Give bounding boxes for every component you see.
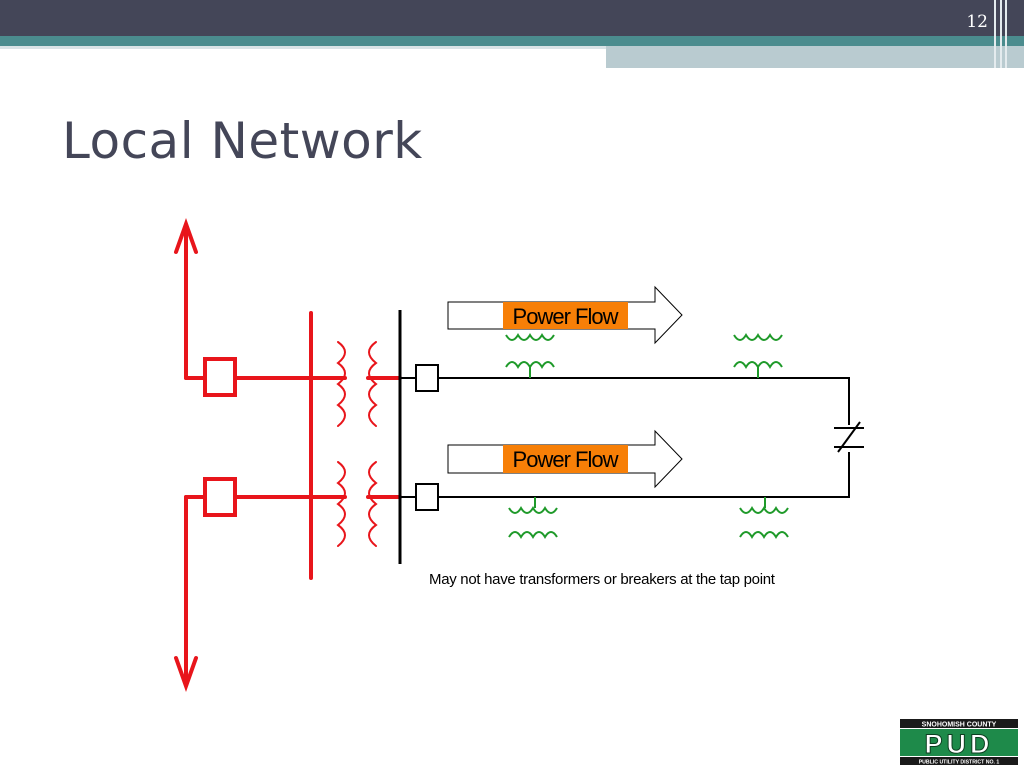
tap-point-note: May not have transformers or breakers at… [429, 571, 776, 588]
power-flow-label-bg [503, 445, 628, 473]
logo-main-text: PUD [924, 729, 993, 759]
power-flow-arrow-lower: Power Flow [447, 429, 683, 489]
lower-network-breaker [415, 483, 439, 511]
header-divider [0, 46, 606, 49]
tap-transformer-1 [505, 333, 555, 378]
lower-feeder-arrowhead [174, 656, 198, 692]
upper-network-breaker [415, 364, 439, 392]
upper-network-feeder [438, 377, 850, 425]
upper-transformer-primary [336, 341, 346, 427]
header-accent-band [0, 36, 1024, 46]
header-edge-lines [992, 0, 1016, 68]
pud-logo: SNOHOMISH COUNTY PUD PUBLIC UTILITY DIST… [898, 718, 1020, 766]
upper-transformer-secondary [368, 341, 378, 427]
power-flow-arrow-upper: Power Flow [447, 285, 683, 345]
lower-source-breaker [203, 477, 237, 517]
header-light-band [606, 46, 1024, 68]
logo-bottom-text: PUBLIC UTILITY DISTRICT NO. 1 [919, 760, 1000, 766]
lower-transformer-primary [336, 461, 346, 547]
network-lines [398, 310, 864, 564]
logo-top-text: SNOHOMISH COUNTY [922, 722, 997, 729]
tap-transformer-3 [508, 497, 558, 539]
tap-transformer-4 [739, 497, 789, 539]
lower-network-feeder [438, 452, 850, 498]
power-flow-label-bg [503, 302, 628, 329]
power-flow-label: Power Flow [513, 447, 619, 472]
upper-source-breaker [203, 357, 237, 397]
lower-transformer-secondary [368, 461, 378, 547]
header-bar [0, 0, 1024, 36]
open-switch-slash [837, 421, 861, 453]
page-title: Local Network [62, 112, 423, 170]
tap-transformers [505, 333, 789, 539]
tap-transformer-2 [733, 333, 783, 378]
source-feeders [174, 218, 402, 692]
power-flow-label: Power Flow [513, 304, 619, 329]
upper-feeder-arrowhead [174, 218, 198, 254]
slide-number: 12 [966, 12, 988, 32]
